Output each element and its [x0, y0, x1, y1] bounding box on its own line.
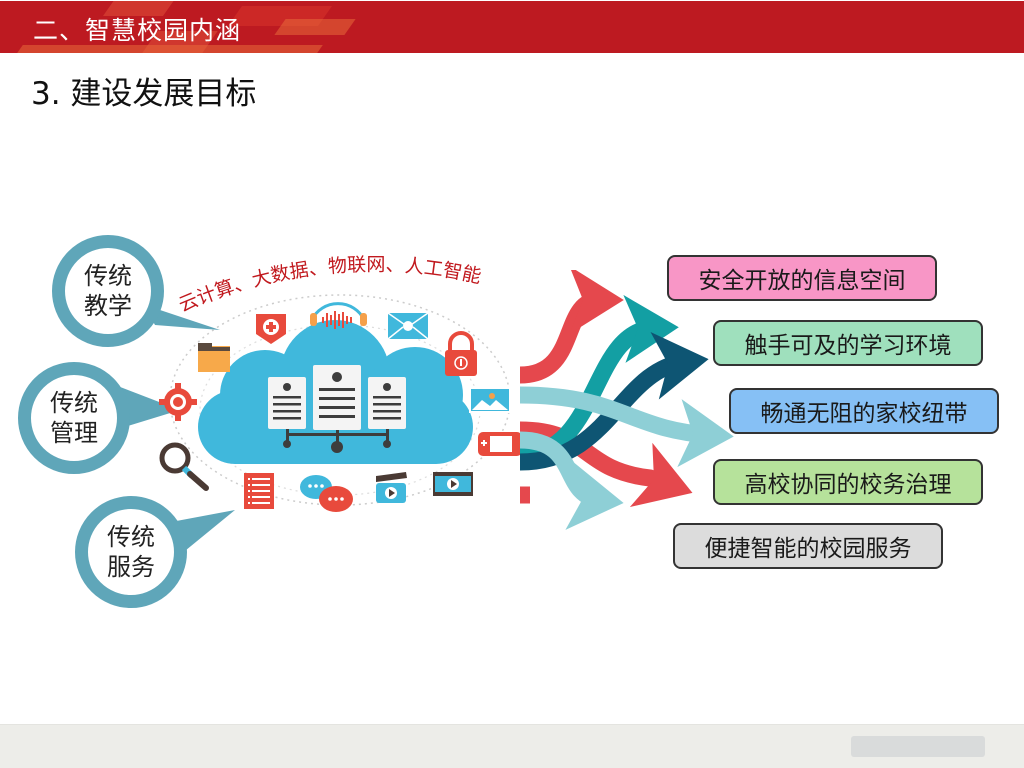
clapper-icon: [376, 472, 407, 503]
headphones-icon: [310, 302, 367, 329]
shield-plus-icon: [256, 314, 286, 344]
mail-icon: [387, 312, 429, 340]
server-icon: [268, 365, 406, 453]
section-header-bar: 二、智慧校园内涵: [0, 1, 1024, 53]
bubble-traditional-management: 传统 管理: [18, 362, 130, 474]
film-icon: [433, 472, 473, 496]
folder-icon: [198, 343, 230, 372]
footer-bar: [0, 724, 1024, 768]
bubble-traditional-teaching: 传统 教学: [52, 235, 164, 347]
goal-label: 便捷智能的校园服务: [704, 536, 912, 562]
chat-icon: [300, 475, 353, 512]
bubble-text: 传统: [84, 262, 132, 290]
goal-label: 畅通无阻的家校纽带: [760, 401, 968, 427]
section-title: 二、智慧校园内涵: [33, 16, 242, 45]
arrow-red-top: [520, 270, 624, 384]
image-icon: [469, 387, 511, 413]
magnifier-icon: [159, 442, 209, 491]
goal-label: 触手可及的学习环境: [744, 333, 952, 359]
header-decoration: [274, 19, 356, 35]
arrow-light-teal-lower: [520, 431, 624, 530]
bubble-text: 传统: [50, 389, 98, 417]
bubble-text: 管理: [50, 419, 98, 447]
goal-smart-campus-service: 便捷智能的校园服务: [673, 523, 943, 569]
goal-accessible-learning-environment: 触手可及的学习环境: [713, 320, 983, 366]
lock-icon: [445, 331, 477, 376]
goal-label: 高校协同的校务治理: [744, 472, 952, 498]
cloud-computing-graphic: [159, 294, 522, 512]
gamepad-icon: [478, 432, 522, 456]
arrow-light-teal-upper: [520, 386, 734, 468]
goal-secure-information-space: 安全开放的信息空间: [667, 255, 937, 301]
bubble-text: 服务: [107, 553, 155, 581]
goal-collaborative-governance: 高校协同的校务治理: [713, 459, 983, 505]
goal-home-school-connection: 畅通无阻的家校纽带: [729, 388, 999, 434]
gear-icon: [159, 383, 197, 421]
arrow-red-bottom: [520, 421, 693, 507]
document-list-icon: [244, 473, 274, 509]
page-title: 3. 建设发展目标: [31, 76, 257, 112]
flow-arrows: [520, 270, 734, 530]
bubble-text: 教学: [84, 292, 132, 320]
footer-placeholder: [851, 736, 985, 757]
bubble-text: 传统: [107, 523, 155, 551]
goal-label: 安全开放的信息空间: [698, 268, 906, 294]
bubble-tail: [115, 385, 180, 430]
